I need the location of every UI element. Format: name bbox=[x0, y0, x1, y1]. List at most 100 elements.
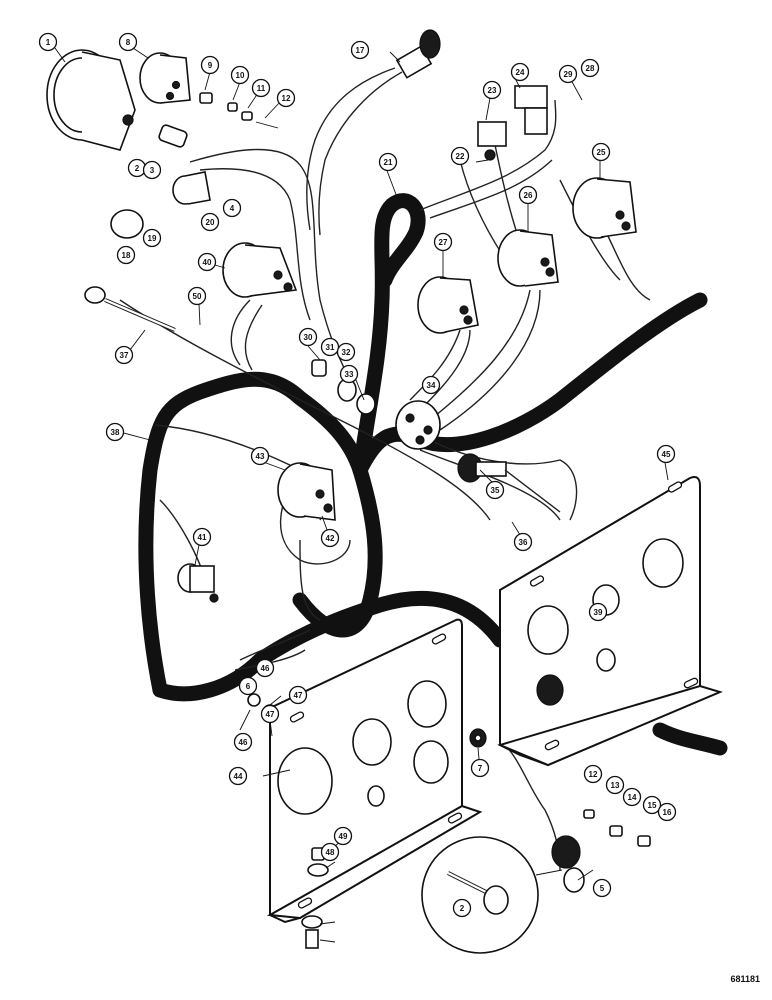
callout-number: 9 bbox=[208, 61, 213, 70]
callout-45: 45 bbox=[656, 444, 676, 464]
callout-number: 12 bbox=[282, 94, 291, 103]
hardware bbox=[199, 92, 651, 949]
callout-24: 24 bbox=[510, 62, 530, 82]
callout-29: 29 bbox=[558, 64, 578, 84]
callout-number: 46 bbox=[239, 738, 248, 747]
instrument-panel-left bbox=[266, 618, 483, 924]
callout-number: 38 bbox=[111, 428, 120, 437]
callout-34: 34 bbox=[421, 375, 441, 395]
cable-37 bbox=[84, 286, 176, 332]
callout-41: 41 bbox=[192, 527, 212, 547]
callout-number: 47 bbox=[294, 691, 303, 700]
callout-number: 8 bbox=[126, 38, 131, 47]
callout-36: 36 bbox=[513, 532, 533, 552]
callout-48: 48 bbox=[320, 842, 340, 862]
callout-17: 17 bbox=[350, 40, 370, 60]
switch-35 bbox=[457, 453, 561, 513]
gauge-27 bbox=[417, 276, 479, 334]
callout-40: 40 bbox=[197, 252, 217, 272]
switch-23 bbox=[477, 121, 507, 161]
callout-16: 16 bbox=[657, 802, 677, 822]
switch-34 bbox=[395, 400, 441, 450]
callout-number: 2 bbox=[460, 904, 465, 913]
callout-number: 11 bbox=[257, 84, 266, 93]
callout-38: 38 bbox=[105, 422, 125, 442]
callout-32: 32 bbox=[336, 342, 356, 362]
callout-number: 4 bbox=[230, 204, 235, 213]
detail-view bbox=[421, 836, 563, 954]
callout-number: 1 bbox=[46, 38, 51, 47]
callout-number: 10 bbox=[236, 71, 245, 80]
callout-number: 23 bbox=[488, 86, 497, 95]
callout-number: 15 bbox=[648, 801, 657, 810]
callout-46: 46 bbox=[255, 658, 275, 678]
callout-number: 3 bbox=[150, 166, 155, 175]
bulb-18 bbox=[110, 209, 144, 239]
callout-number: 33 bbox=[345, 370, 354, 379]
gauge-8 bbox=[139, 52, 191, 104]
callout-number: 41 bbox=[198, 533, 207, 542]
callout-number: 37 bbox=[120, 351, 129, 360]
callout-number: 16 bbox=[663, 808, 672, 817]
callout-47: 47 bbox=[260, 704, 280, 724]
callout-11: 11 bbox=[251, 78, 271, 98]
callout-19: 19 bbox=[142, 228, 162, 248]
callout-15: 15 bbox=[642, 795, 662, 815]
callout-21: 21 bbox=[378, 152, 398, 172]
callout-number: 50 bbox=[193, 292, 202, 301]
callout-number: 48 bbox=[326, 848, 335, 857]
callout-4: 4 bbox=[222, 198, 242, 218]
switch-41 bbox=[177, 563, 219, 603]
gauge-28 bbox=[497, 229, 559, 287]
callout-number: 42 bbox=[326, 534, 335, 543]
callout-30: 30 bbox=[298, 327, 318, 347]
callout-number: 46 bbox=[261, 664, 270, 673]
callout-10: 10 bbox=[230, 65, 250, 85]
callout-number: 36 bbox=[519, 538, 528, 547]
callout-35: 35 bbox=[485, 480, 505, 500]
wiring-harness bbox=[138, 193, 728, 756]
callout-number: 26 bbox=[524, 191, 533, 200]
callout-number: 49 bbox=[339, 832, 348, 841]
callout-39: 39 bbox=[588, 602, 608, 622]
callout-number: 22 bbox=[456, 152, 465, 161]
callout-27: 27 bbox=[433, 232, 453, 252]
gauge-1 bbox=[46, 49, 136, 151]
callout-number: 40 bbox=[203, 258, 212, 267]
callout-31: 31 bbox=[320, 337, 340, 357]
callout-number: 17 bbox=[356, 46, 365, 55]
callout-number: 25 bbox=[597, 148, 606, 157]
callout-13: 13 bbox=[605, 775, 625, 795]
callout-number: 30 bbox=[304, 333, 313, 342]
callout-18: 18 bbox=[116, 245, 136, 265]
gauge-26 bbox=[572, 177, 637, 239]
sender-5 bbox=[551, 835, 585, 893]
callout-number: 47 bbox=[266, 710, 275, 719]
callout-number: 34 bbox=[427, 381, 436, 390]
callout-33: 33 bbox=[339, 364, 359, 384]
relay-24 bbox=[514, 85, 548, 135]
callout-7: 7 bbox=[470, 758, 490, 778]
callout-46: 46 bbox=[233, 732, 253, 752]
callout-number: 29 bbox=[564, 70, 573, 79]
callout-number: 44 bbox=[234, 772, 243, 781]
callout-number: 12 bbox=[589, 770, 598, 779]
callout-number: 2 bbox=[135, 164, 140, 173]
callout-49: 49 bbox=[333, 826, 353, 846]
callout-number: 31 bbox=[326, 343, 335, 352]
callout-number: 6 bbox=[246, 682, 251, 691]
callout-1: 1 bbox=[38, 32, 58, 52]
callout-6: 6 bbox=[238, 676, 258, 696]
callout-42: 42 bbox=[320, 528, 340, 548]
callout-number: 7 bbox=[478, 764, 483, 773]
callout-number: 14 bbox=[628, 793, 637, 802]
instrument-panel-right bbox=[497, 476, 723, 767]
callout-12: 12 bbox=[583, 764, 603, 784]
callout-number: 39 bbox=[594, 608, 603, 617]
connector-17 bbox=[395, 29, 441, 79]
callout-12: 12 bbox=[276, 88, 296, 108]
callout-22: 22 bbox=[450, 146, 470, 166]
callout-number: 35 bbox=[491, 486, 500, 495]
